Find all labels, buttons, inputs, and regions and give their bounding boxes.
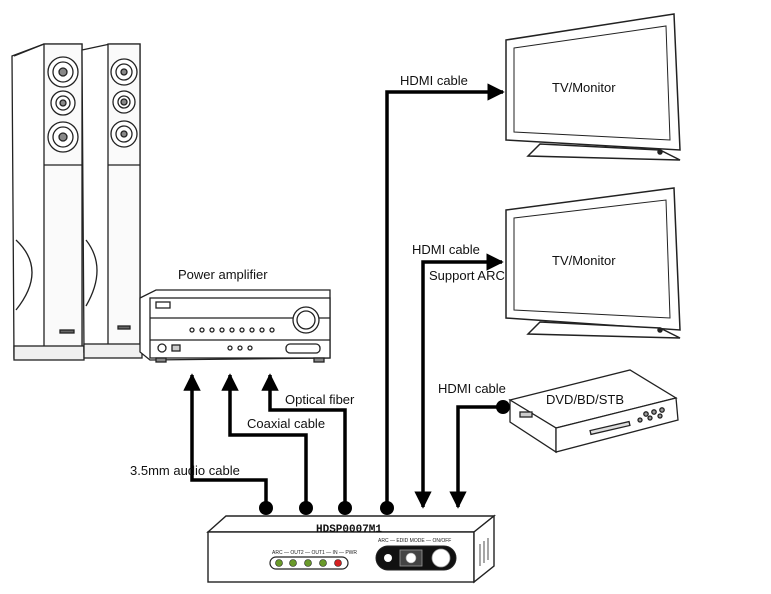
hdmi-top-connector (380, 501, 394, 515)
optical-fiber-line (261, 373, 347, 508)
tower-speaker-right (81, 43, 143, 359)
coaxial-cable-label: Coaxial cable (247, 416, 325, 431)
device-led-panel (269, 556, 349, 570)
optical-fiber-label: Optical fiber (285, 392, 355, 407)
dvd-player (508, 369, 679, 454)
device-control-panel (375, 545, 457, 571)
tower-speaker-left (11, 43, 85, 361)
coaxial-cable-connector (299, 501, 313, 515)
dvd-label: DVD/BD/STB (546, 392, 624, 407)
tv-monitor-top-label: TV/Monitor (552, 80, 616, 95)
tv-monitor-middle-label: TV/Monitor (552, 253, 616, 268)
hdmi-cable-top-label: HDMI cable (400, 73, 468, 88)
support-arc-label: Support ARC (429, 268, 505, 283)
audio-cable-line (183, 373, 268, 508)
hdmi-arc-cable-line (414, 253, 504, 509)
device-left-port-labels: ARC — OUT2 — OUT1 — IN — PWR (272, 550, 357, 556)
audio-cable-connector (259, 501, 273, 515)
hdmi-cable-dvd-label: HDMI cable (438, 381, 506, 396)
power-amplifier-label: Power amplifier (178, 267, 268, 282)
device-model-label: HDSP0007M1 (316, 524, 382, 536)
optical-fiber-connector (338, 501, 352, 515)
coaxial-cable-line (221, 373, 308, 508)
power-amplifier (139, 289, 331, 363)
audio-cable-label: 3.5mm audio cable (130, 463, 240, 478)
hdmi-dvd-connector (496, 400, 510, 414)
tv-monitor-middle (505, 187, 681, 339)
hdmi-cable-middle-label: HDMI cable (412, 242, 480, 257)
hdmi-dvd-cable-line (449, 405, 503, 509)
hdmi-cable-line-top (385, 83, 505, 508)
device-right-port-labels: ARC — EDID MODE — ON/OFF (378, 538, 451, 544)
tv-monitor-top (505, 13, 681, 161)
